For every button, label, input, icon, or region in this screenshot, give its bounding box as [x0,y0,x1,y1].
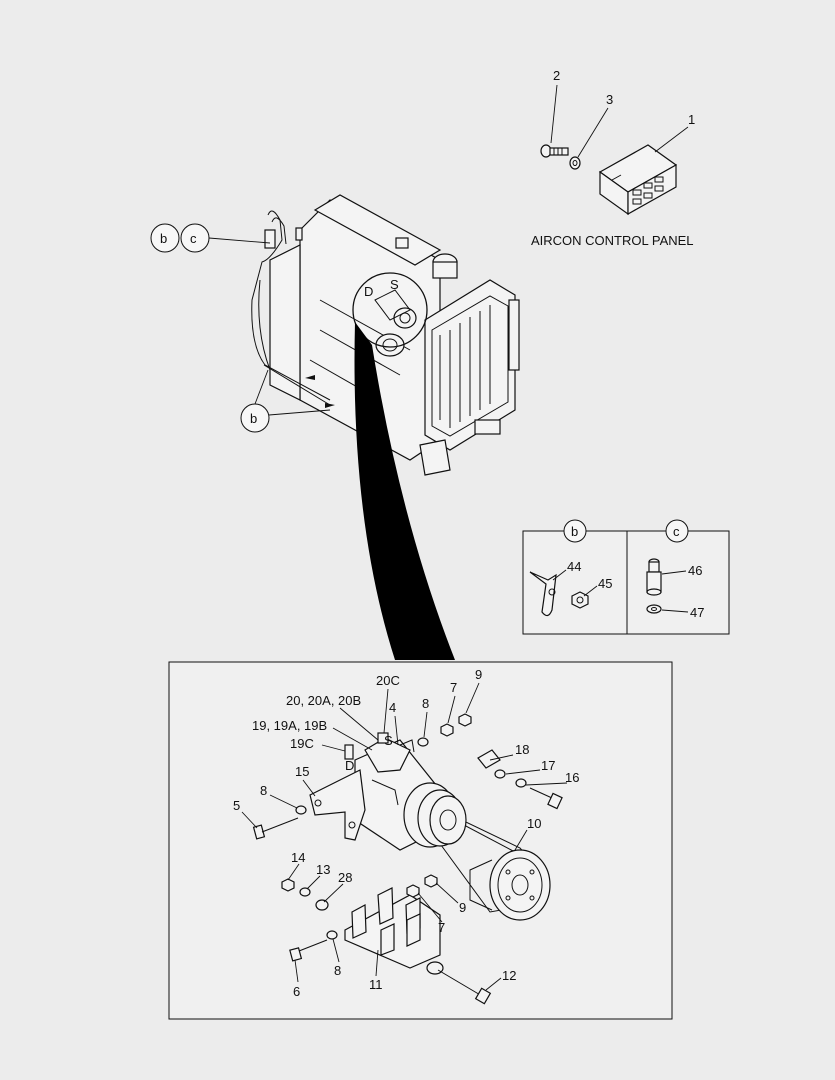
aircon-control-panel-group: 2 3 1 AIRCON CONTROL PANEL [531,68,695,248]
callout-9-top: 9 [475,667,482,682]
zoom-wedge [354,322,455,660]
callout-14: 14 [291,850,305,865]
callout-7-top: 7 [450,680,457,695]
callout-8-left: 8 [260,783,267,798]
callout-17: 17 [541,758,555,773]
crank-pulley-part-10 [469,849,551,921]
tensioner-bracket-part-11 [344,887,444,975]
compressor-detail-box: D S [168,661,673,1020]
callout-4: 4 [389,700,396,715]
callout-19c: 19C [290,736,314,751]
panel-caption: AIRCON CONTROL PANEL [531,233,694,248]
callout-10: 10 [527,816,541,831]
callout-3: 3 [606,92,613,107]
compressor-mark-s: S [384,733,393,748]
engine-assembly: D S [251,194,520,660]
control-panel-part-1 [598,144,678,216]
bubble-b-lower: b [250,411,257,426]
callout-12: 12 [502,968,516,983]
callout-18: 18 [515,742,529,757]
compressor-mark-d: D [345,758,354,773]
bubble-b-detail: b [571,524,578,539]
callout-9-lower: 9 [459,900,466,915]
bubble-c-detail: c [673,524,680,539]
compressor-part-4 [344,732,467,851]
callout-11: 11 [369,977,383,992]
callout-6: 6 [293,984,300,999]
bubble-c-top: c [190,231,197,246]
engine-bubbles: b c b [150,223,331,433]
callout-15: 15 [295,764,309,779]
bubble-b-top: b [160,231,167,246]
washer-part-3 [569,156,581,170]
bolt-part-5 [252,817,299,840]
engine-mark-d: D [364,284,373,299]
clip-detail-box: b c 44 45 46 47 [522,519,730,635]
callout-2: 2 [553,68,560,83]
engine-mark-s: S [390,277,399,292]
callout-5: 5 [233,798,240,813]
screw-part-2 [540,144,569,158]
callout-20: 20, 20A, 20B [286,693,361,708]
callout-28: 28 [338,870,352,885]
callout-19: 19, 19A, 19B [252,718,327,733]
callout-20c: 20C [376,673,400,688]
callout-45: 45 [598,576,612,591]
callout-44: 44 [567,559,581,574]
callout-16: 16 [565,770,579,785]
callout-8-top: 8 [422,696,429,711]
callout-8-lower: 8 [334,963,341,978]
zoom-circle [352,272,428,348]
callout-1: 1 [688,112,695,127]
callout-46: 46 [688,563,702,578]
callout-7-lower: 7 [438,920,445,935]
callout-13: 13 [316,862,330,877]
callout-47: 47 [690,605,704,620]
